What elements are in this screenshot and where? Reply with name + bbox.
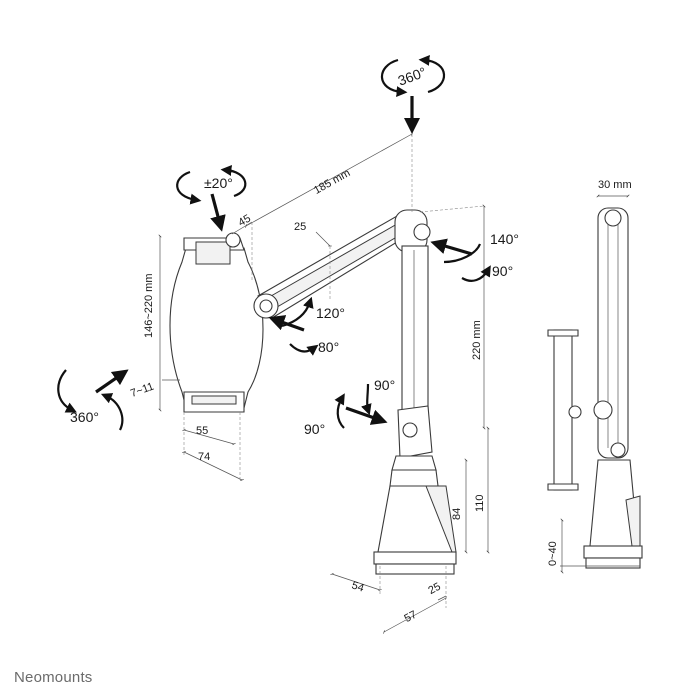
dim-arm-length: 185 mm	[312, 167, 353, 197]
side-view	[547, 207, 643, 569]
angle-side-360: 360°	[70, 409, 99, 425]
brand-logo-text: Neomounts	[14, 669, 93, 686]
dim-pole-220: 220 mm	[471, 320, 483, 360]
angle-base-90-up: 90°	[374, 377, 395, 393]
angle-top-360: 360°	[396, 64, 429, 89]
dimension-lines	[158, 132, 630, 634]
desk-base	[373, 455, 457, 575]
tablet-holder	[169, 232, 264, 413]
dim-base-57: 57	[402, 609, 418, 625]
vertical-pole	[397, 245, 433, 459]
angle-arm-120: 120°	[316, 305, 345, 321]
angle-clamp-tilt: ±20°	[204, 175, 233, 191]
rotation-arrows	[57, 54, 491, 431]
dim-desk-clamp: 0~40	[547, 541, 559, 566]
dim-holder-thickness: 7~11	[129, 381, 156, 400]
dim-top-45: 45	[236, 213, 253, 230]
dim-base-110: 110	[474, 494, 486, 512]
dim-base-54: 54	[350, 579, 365, 594]
angle-arm-80: 80°	[318, 339, 339, 355]
dim-arm-width-25: 25	[294, 221, 306, 233]
angle-elbow-140: 140°	[490, 231, 519, 247]
dim-side-30: 30 mm	[598, 179, 632, 191]
dim-base-25: 25	[426, 581, 442, 597]
dim-base-84: 84	[451, 508, 463, 520]
dim-clamp-55: 55	[196, 425, 208, 437]
dim-clamp-74: 74	[198, 451, 210, 463]
angle-elbow-90: 90°	[492, 263, 513, 279]
angle-base-90-left: 90°	[304, 421, 325, 437]
dim-clamp-range: 146~220 mm	[143, 273, 155, 338]
